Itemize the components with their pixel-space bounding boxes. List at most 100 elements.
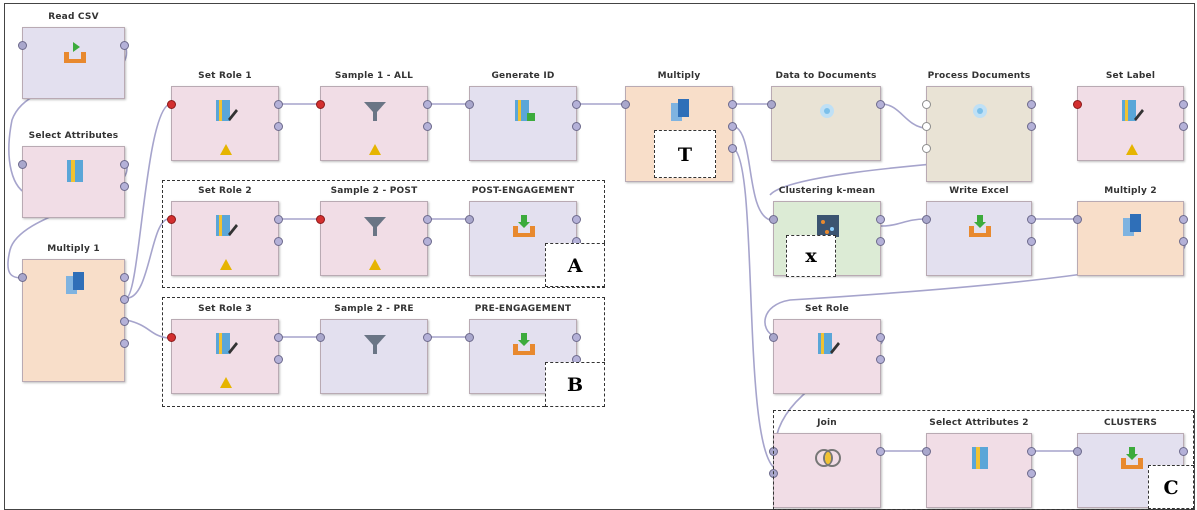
input-port[interactable] — [922, 447, 931, 456]
output-port[interactable] — [274, 333, 283, 342]
input-port[interactable] — [465, 333, 474, 342]
input-port[interactable] — [1073, 100, 1082, 109]
input-port[interactable] — [922, 100, 931, 109]
input-port[interactable] — [769, 333, 778, 342]
operator-multiply-1[interactable] — [18, 259, 129, 382]
write-icon — [1118, 444, 1146, 476]
output-port[interactable] — [1179, 122, 1188, 131]
input-port[interactable] — [621, 100, 630, 109]
operator-title: CLUSTERS — [1103, 418, 1158, 428]
input-port[interactable] — [167, 100, 176, 109]
output-port[interactable] — [120, 317, 129, 326]
input-port[interactable] — [18, 160, 27, 169]
operator-set-label[interactable] — [1073, 86, 1188, 161]
operator-title: Generate ID — [491, 71, 555, 81]
input-port[interactable] — [167, 333, 176, 342]
output-port[interactable] — [1027, 215, 1036, 224]
input-port[interactable] — [465, 215, 474, 224]
output-port[interactable] — [876, 100, 885, 109]
output-port[interactable] — [728, 100, 737, 109]
operator-multiply-2[interactable] — [1073, 201, 1188, 276]
output-port[interactable] — [1027, 122, 1036, 131]
output-port[interactable] — [423, 215, 432, 224]
operator-set-role-1[interactable] — [167, 86, 283, 161]
multiply-icon — [1118, 212, 1146, 244]
output-port[interactable] — [120, 273, 129, 282]
output-port[interactable] — [728, 144, 737, 153]
operator-select-attributes[interactable] — [18, 146, 129, 218]
input-port[interactable] — [769, 215, 778, 224]
input-port[interactable] — [767, 100, 776, 109]
input-port[interactable] — [18, 273, 27, 282]
output-port[interactable] — [876, 237, 885, 246]
operator-title: PRE-ENGAGEMENT — [474, 304, 572, 314]
output-port[interactable] — [1179, 237, 1188, 246]
operator-data-to-documents[interactable] — [767, 86, 885, 161]
operator-sample-2-post[interactable] — [316, 201, 432, 276]
output-port[interactable] — [274, 355, 283, 364]
group-B-pre-engagement — [162, 297, 605, 407]
warning-icon — [220, 144, 232, 155]
output-port[interactable] — [876, 355, 885, 364]
output-port[interactable] — [423, 100, 432, 109]
input-port[interactable] — [316, 215, 325, 224]
input-port[interactable] — [1073, 447, 1082, 456]
operator-join[interactable] — [769, 433, 885, 508]
output-port[interactable] — [1027, 447, 1036, 456]
operator-generate-id[interactable] — [465, 86, 581, 161]
operator-read-csv[interactable] — [18, 27, 129, 99]
output-port[interactable] — [274, 122, 283, 131]
output-port[interactable] — [120, 295, 129, 304]
warning-icon — [220, 259, 232, 270]
input-port[interactable] — [18, 41, 27, 50]
input-port[interactable] — [167, 215, 176, 224]
output-port[interactable] — [120, 339, 129, 348]
input-port[interactable] — [922, 144, 931, 153]
output-port[interactable] — [876, 215, 885, 224]
input-port[interactable] — [465, 100, 474, 109]
input-port[interactable] — [1073, 215, 1082, 224]
operator-process-documents[interactable] — [922, 86, 1036, 182]
operator-set-role[interactable] — [769, 319, 885, 394]
output-port[interactable] — [1027, 237, 1036, 246]
output-port[interactable] — [120, 41, 129, 50]
operator-select-attributes-2[interactable] — [922, 433, 1036, 508]
write-icon — [510, 212, 538, 244]
operator-sample-2-pre[interactable] — [316, 319, 432, 394]
output-port[interactable] — [876, 333, 885, 342]
warning-icon — [369, 144, 381, 155]
marker-A: A — [545, 243, 605, 287]
input-port[interactable] — [316, 100, 325, 109]
output-port[interactable] — [876, 447, 885, 456]
output-port[interactable] — [1027, 469, 1036, 478]
role-icon — [212, 330, 240, 362]
output-port[interactable] — [120, 160, 129, 169]
output-port[interactable] — [423, 237, 432, 246]
role-icon — [212, 212, 240, 244]
output-port[interactable] — [728, 122, 737, 131]
operator-title: Join — [817, 418, 837, 428]
output-port[interactable] — [1179, 215, 1188, 224]
output-port[interactable] — [572, 100, 581, 109]
output-port[interactable] — [274, 100, 283, 109]
output-port[interactable] — [1179, 100, 1188, 109]
output-port[interactable] — [572, 215, 581, 224]
input-port[interactable] — [922, 215, 931, 224]
output-port[interactable] — [274, 237, 283, 246]
input-port[interactable] — [922, 122, 931, 131]
operator-title: Sample 2 - POST — [330, 186, 418, 196]
operator-write-excel[interactable] — [922, 201, 1036, 276]
input-port[interactable] — [316, 333, 325, 342]
output-port[interactable] — [1027, 100, 1036, 109]
operator-set-role-3[interactable] — [167, 319, 283, 394]
output-port[interactable] — [274, 215, 283, 224]
operator-sample-1-all[interactable] — [316, 86, 432, 161]
warning-icon — [369, 259, 381, 270]
output-port[interactable] — [423, 122, 432, 131]
output-port[interactable] — [423, 333, 432, 342]
operator-set-role-2[interactable] — [167, 201, 283, 276]
output-port[interactable] — [572, 333, 581, 342]
output-port[interactable] — [120, 182, 129, 191]
output-port[interactable] — [1179, 447, 1188, 456]
output-port[interactable] — [572, 122, 581, 131]
